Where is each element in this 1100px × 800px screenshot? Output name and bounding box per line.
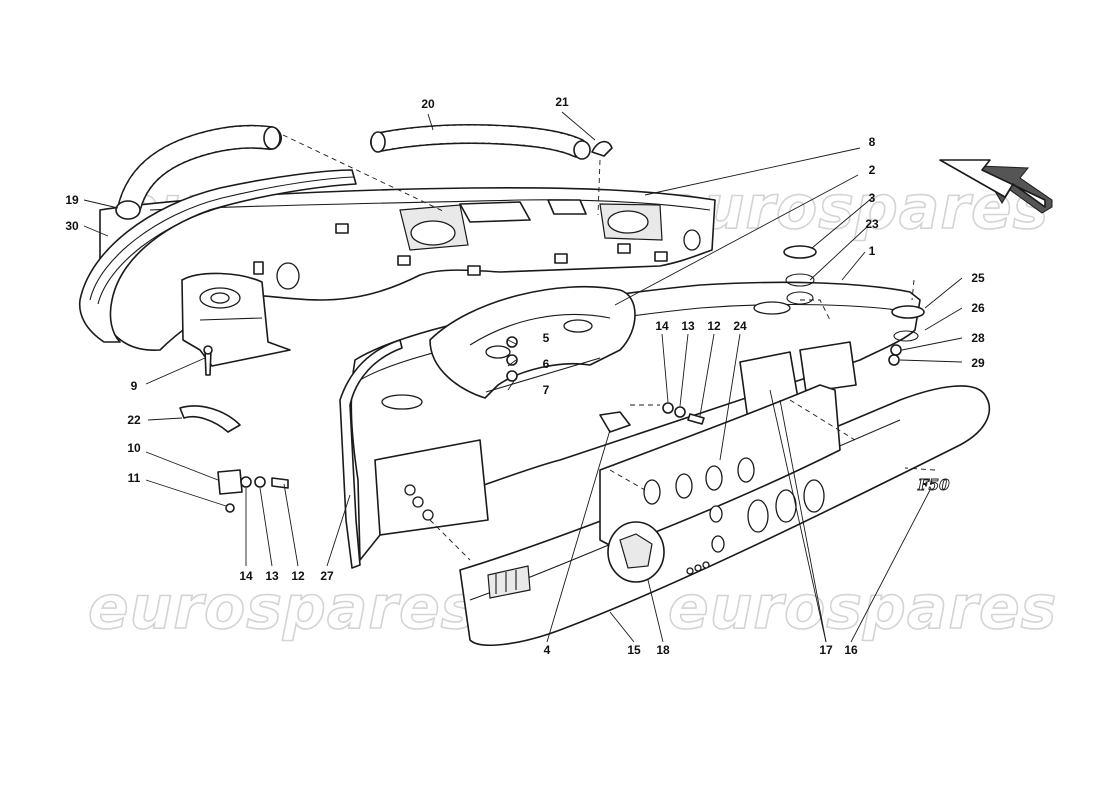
switch-panel-part [599,384,841,575]
callout-label: 14 [655,319,669,333]
fastener-parts [179,245,925,513]
callout-label: 1 [869,244,876,258]
callout-label: 4 [544,643,551,657]
callout-label: 26 [971,301,985,315]
callout-label: 16 [844,643,858,657]
callout-label: 3 [869,191,876,205]
upper-dashboard-part [99,187,716,367]
callout-labels: 20 21 8 2 19 30 3 23 1 25 26 28 29 9 22 … [65,95,985,657]
watermark-bottom-right: eurospares [668,573,1057,643]
air-duct-hose-part [115,124,613,220]
callout-label: 27 [320,569,334,583]
edge-trim-part [339,339,403,569]
instrument-hood-part [429,285,636,399]
callout-label: 10 [127,441,141,455]
air-vent-part [607,521,665,583]
callout-label: 2 [869,163,876,177]
callout-label: 29 [971,356,985,370]
callout-label: 13 [265,569,279,583]
callout-label: 8 [869,135,876,149]
f50-badge-text: F50 [917,476,950,494]
callout-label: 30 [65,219,79,233]
callout-label: 28 [971,331,985,345]
callout-label: 21 [555,95,569,109]
callout-label: 6 [543,357,550,371]
leader-lines [83,111,963,643]
callout-label: 13 [681,319,695,333]
assembly-lines [282,134,936,561]
direction-arrow-icon [939,159,1053,214]
callout-label: 12 [707,319,721,333]
callout-label: 24 [733,319,747,333]
callout-label: 15 [627,643,641,657]
callout-label: 18 [656,643,670,657]
callout-label: 12 [291,569,305,583]
callout-label: 7 [543,383,550,397]
callout-label: 19 [65,193,79,207]
callout-label: 9 [131,379,138,393]
callout-label: 17 [819,643,833,657]
callout-label: 23 [865,217,879,231]
seal-strip-part [78,169,357,343]
watermark-bottom-left: eurospares [88,573,477,643]
callout-label: 11 [128,471,141,485]
callout-label: 14 [239,569,253,583]
callout-label: 25 [971,271,985,285]
callout-label: 5 [543,331,550,345]
callout-label: 20 [421,97,435,111]
callout-label: 22 [127,413,141,427]
